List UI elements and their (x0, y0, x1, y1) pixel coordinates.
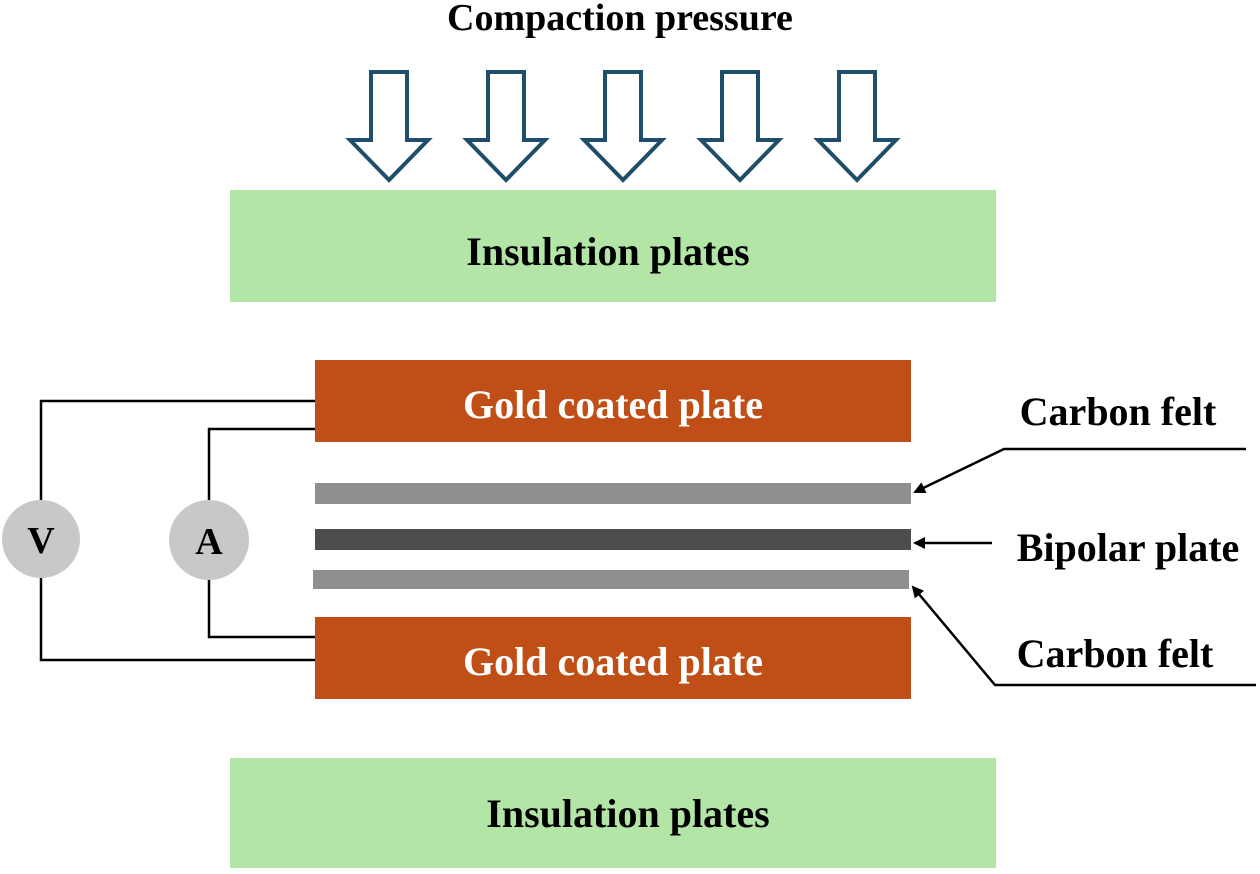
top-insulation-plate (230, 190, 996, 302)
pressure-arrows (345, 70, 901, 183)
voltmeter-wire-top (39, 399, 315, 500)
pressure-arrow-icon (462, 70, 550, 183)
top-insulation-label: Insulation plates (466, 229, 749, 274)
pressure-arrow-icon (813, 70, 901, 183)
bottom-insulation-plate (230, 758, 996, 868)
voltmeter-label: V (27, 520, 55, 562)
voltmeter-circle (2, 500, 80, 578)
carbon-felt-bottom-layer (313, 570, 909, 589)
top-gold-coated-label: Gold coated plate (463, 382, 763, 427)
bottom-gold-coated-label: Gold coated plate (463, 639, 763, 684)
bottom-insulation-label: Insulation plates (486, 791, 769, 836)
pressure-arrow-icon (696, 70, 784, 183)
ammeter-wire-top (207, 427, 315, 500)
compaction-pressure-title: Compaction pressure (447, 0, 793, 39)
carbon-felt-top-layer (315, 483, 911, 504)
ammeter-circle (169, 500, 249, 580)
callout-carbon-felt-bottom-label: Carbon felt (1017, 631, 1214, 676)
bottom-gold-coated-plate (315, 617, 911, 699)
callout-carbon-felt-bottom-leader (911, 585, 1256, 687)
callout-carbon-felt-top-leader (913, 447, 1246, 494)
pressure-arrow-icon (345, 70, 433, 183)
ammeter-wire-bottom (207, 578, 315, 639)
pressure-arrow-icon (579, 70, 667, 183)
bipolar-plate-layer (315, 529, 911, 550)
ammeter-label: A (195, 521, 223, 563)
callout-bipolar-plate-label: Bipolar plate (1017, 525, 1240, 570)
top-gold-coated-plate (315, 360, 911, 442)
callout-carbon-felt-top-label: Carbon felt (1020, 389, 1217, 434)
voltmeter-wire-bottom (39, 578, 315, 662)
